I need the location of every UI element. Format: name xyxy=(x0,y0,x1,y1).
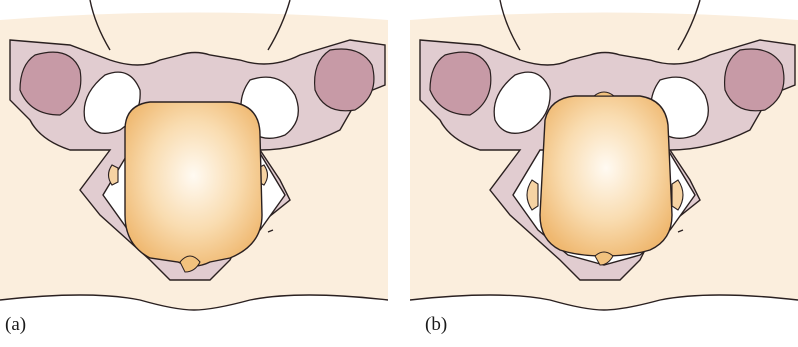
panel-a-illustration xyxy=(0,0,388,347)
fetal-head xyxy=(540,96,672,256)
panel-b: (b) xyxy=(410,0,798,347)
panel-label: (a) xyxy=(5,314,26,336)
panel-b-illustration xyxy=(410,0,798,347)
panel-divider xyxy=(388,0,410,347)
panel-label: (b) xyxy=(425,314,447,336)
fetal-head xyxy=(125,102,262,266)
right-ischial-tuberosity xyxy=(725,49,784,111)
left-ear xyxy=(109,165,119,185)
right-ischial-tuberosity xyxy=(315,49,374,111)
panel-a: (a) xyxy=(0,0,388,347)
